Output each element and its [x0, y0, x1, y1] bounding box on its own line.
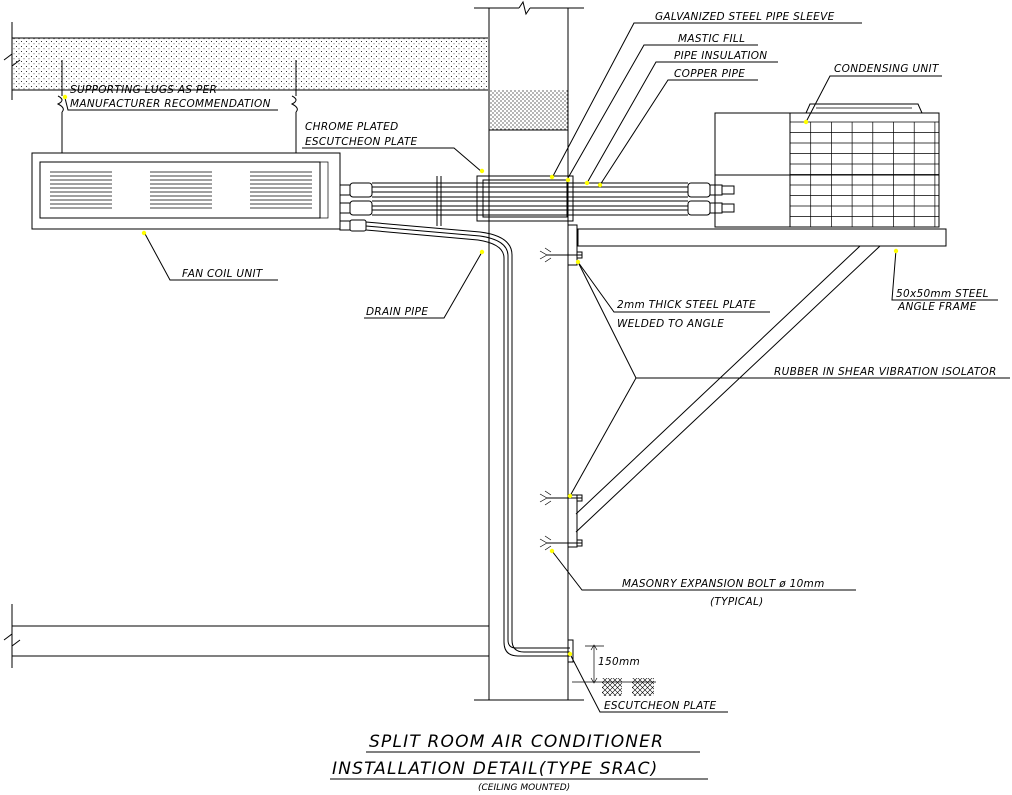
angle-frame-bracket — [567, 224, 947, 548]
label-chrome-plated-1: CHROME PLATED — [305, 121, 398, 133]
fan-coil-unit[interactable] — [31, 152, 341, 230]
label-chrome-plated-2: ESCUTCHEON PLATE — [305, 136, 418, 148]
label-steel-plate-1: 2mm THICK STEEL PLATE — [617, 299, 756, 311]
label-condensing-unit: CONDENSING UNIT — [834, 63, 940, 75]
label-fan-coil-unit: FAN COIL UNIT — [182, 268, 264, 280]
leader-lines — [64, 22, 1010, 713]
annotation-labels: GALVANIZED STEEL PIPE SLEEVE MASTIC FILL… — [70, 11, 997, 712]
label-pipe-insulation: PIPE INSULATION — [674, 50, 767, 62]
refrigerant-pipes — [339, 176, 735, 226]
label-typical: (TYPICAL) — [710, 596, 764, 608]
label-vibration-isolator: RUBBER IN SHEAR VIBRATION ISOLATOR — [774, 366, 997, 378]
fan-coil-grilles — [50, 171, 312, 209]
support-rods — [56, 60, 298, 153]
label-supporting-lugs-1: SUPPORTING LUGS AS PER — [70, 84, 217, 96]
drawing-title: SPLIT ROOM AIR CONDITIONER INSTALLATION … — [330, 732, 708, 793]
floor-slab — [3, 604, 489, 668]
leader-markers — [62, 94, 899, 657]
label-mastic-fill: MASTIC FILL — [678, 33, 745, 45]
title-line-3: (CEILING MOUNTED) — [478, 783, 570, 793]
masonry-wall — [474, 0, 584, 701]
label-expansion-bolt: MASONRY EXPANSION BOLT ø 10mm — [622, 578, 825, 590]
label-galvanized-sleeve: GALVANIZED STEEL PIPE SLEEVE — [655, 11, 835, 23]
label-angle-frame-2: ANGLE FRAME — [897, 301, 977, 313]
label-dimension-150mm: 150mm — [598, 656, 640, 668]
label-supporting-lugs-2: MANUFACTURER RECOMMENDATION — [70, 98, 271, 110]
title-line-1: SPLIT ROOM AIR CONDITIONER — [369, 732, 664, 752]
pipe-sleeve — [476, 175, 574, 222]
label-steel-plate-2: WELDED TO ANGLE — [617, 318, 724, 330]
escutcheon-plate-bottom — [567, 639, 656, 696]
label-angle-frame-1: 50x50mm STEEL — [896, 288, 989, 300]
ceiling-slab — [3, 22, 488, 100]
condensing-unit[interactable] — [714, 103, 940, 228]
expansion-bolts — [539, 247, 583, 551]
label-copper-pipe: COPPER PIPE — [674, 68, 745, 80]
drain-pipe — [339, 219, 570, 657]
title-line-2: INSTALLATION DETAIL(TYPE SRAC) — [332, 759, 659, 779]
condensing-unit-coil-grid — [789, 121, 939, 228]
label-escutcheon-plate: ESCUTCHEON PLATE — [604, 700, 717, 712]
label-drain-pipe: DRAIN PIPE — [366, 306, 428, 318]
